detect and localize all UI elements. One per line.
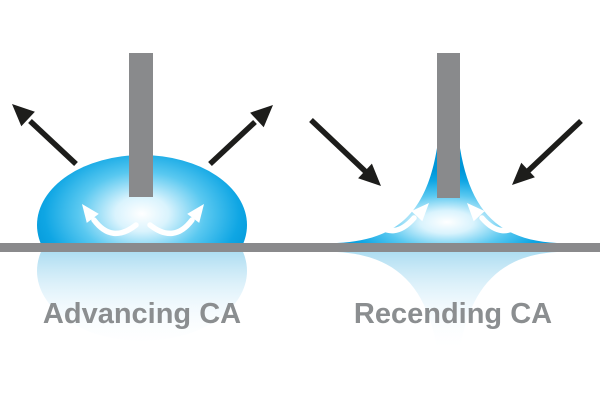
force-arrow-receding-left-icon	[309, 118, 381, 186]
liquid-flow-arrow-left-inward-icon	[371, 203, 429, 234]
force-arrow-advancing-right-icon	[208, 105, 273, 167]
force-arrow-receding-right-icon	[512, 119, 583, 185]
advancing-droplet-reflection	[37, 252, 247, 341]
surface-line	[0, 243, 600, 252]
needle-icon-right	[437, 53, 460, 198]
receding-droplet-reflection	[337, 252, 557, 348]
receding-ca-label: Recending CA	[353, 298, 553, 330]
force-arrow-advancing-left-icon	[12, 104, 78, 167]
liquid-flow-arrow-right-inward-icon	[467, 203, 525, 234]
liquid-flow-arrow-left-outward-icon	[82, 204, 139, 236]
liquid-flow-arrow-right-outward-icon	[147, 204, 204, 236]
needle-icon-left	[129, 53, 153, 197]
advancing-ca-label: Advancing CA	[42, 298, 242, 330]
